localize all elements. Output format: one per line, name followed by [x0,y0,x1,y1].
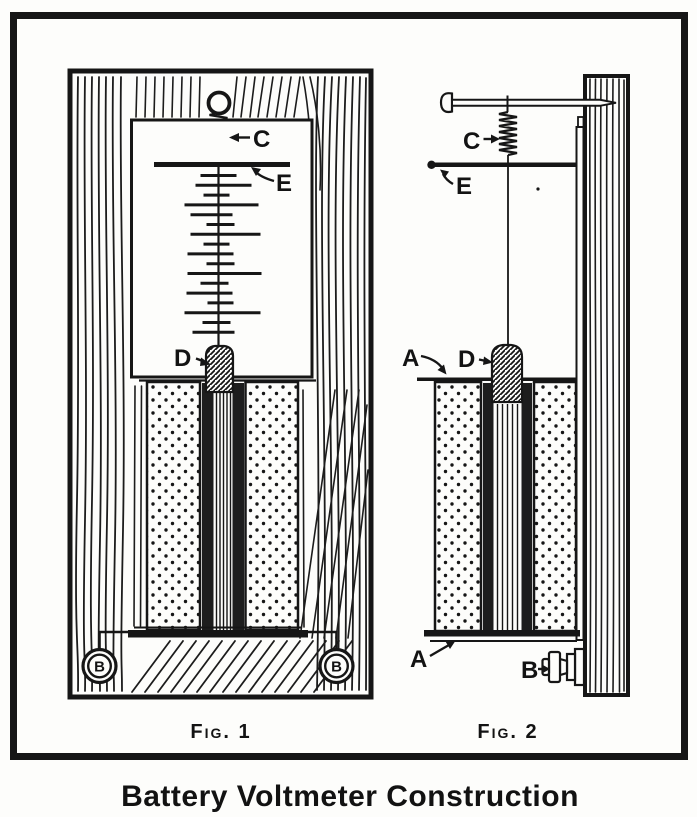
fig2-suspension [498,110,518,345]
label-E: E [276,170,292,197]
fig1-scale [184,167,262,347]
fig1-scale-card [130,118,316,382]
arrow-to-shelf-top [437,364,447,375]
scale-ticks [184,174,262,334]
label-A-bottom: A [410,646,427,673]
arrow-to-pointer [251,167,261,176]
page-title: Battery Voltmeter Construction [121,780,579,813]
coil-tube-left-edge [202,383,214,630]
fig2-wood-board [583,74,630,697]
label-C: C [463,128,480,155]
fig2-nail [439,92,617,114]
label-A-top: A [402,345,419,372]
terminal-label: B [331,659,342,676]
label-D: D [458,346,475,373]
fig2-card-edge [575,116,585,641]
label-E: E [456,173,472,200]
coil-winding-left [145,380,202,632]
coil-base [128,630,308,638]
label-B: B [521,657,538,684]
fig1-caption: Fig. 1 [190,721,251,743]
nail-head [439,92,454,114]
fig2-annotations: C E D A A B [402,128,550,684]
binding-post-right: B [318,647,355,685]
label-D: D [174,345,191,372]
coil-winding-right [244,380,300,632]
figure-2: C E D A A B Fig. 2 [402,74,630,743]
ink-speck [536,187,540,191]
arrow-to-pointer [440,169,449,178]
terminal-label: B [94,659,105,676]
nail-shank [451,98,617,107]
coil-winding-left [433,380,483,633]
fig2-caption: Fig. 2 [477,721,538,743]
label-C: C [253,126,270,153]
wire-right [308,630,338,650]
figure-1: B B C E D Fig. 1 [67,68,374,743]
binding-post-left: B [81,647,118,685]
fig2-weight [490,343,524,404]
fig2-pointer [427,160,577,169]
spring-icon [498,110,518,157]
screw-eye-icon [206,90,232,116]
shelf-bottom [424,630,580,637]
arrow-to-weight [200,357,211,366]
arrow-to-spring [229,133,239,142]
fig1-pointer-bar [154,162,290,167]
fig2-coil [417,377,580,642]
wire-left [98,630,128,650]
coil-winding-right [532,380,578,633]
coil-tube-right-edge [232,383,244,630]
fig1-coil [128,380,308,638]
arrow-to-weight [483,356,493,365]
fig1-annotations: C E D [174,126,292,372]
arrow-to-shelf-bottom [445,641,455,649]
arrow-to-post [542,664,550,674]
arrow-to-spring [491,134,500,144]
fig1-terminals: B B [81,630,355,685]
fig1-weight [204,344,235,394]
pointer-tip [427,160,436,169]
